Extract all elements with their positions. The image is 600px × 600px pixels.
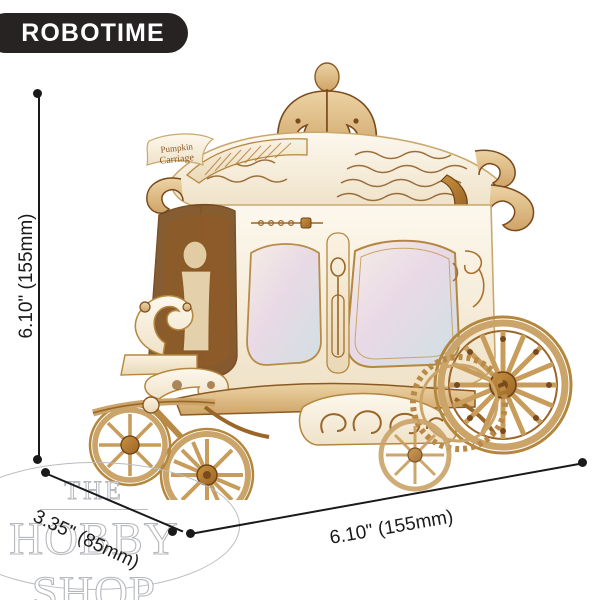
rear-wheel-far — [378, 418, 452, 492]
width-arrow-start — [186, 529, 195, 538]
front-wheel-outer — [159, 427, 255, 523]
depth-arrow-end — [168, 527, 177, 536]
svg-text:Carriage: Carriage — [159, 152, 195, 167]
carriage-cabin: Pumpkin Carriage — [120, 133, 496, 401]
height-arrow-bottom — [33, 455, 42, 464]
depth-arrow-start — [41, 468, 50, 477]
width-dimension-label: 6.10" (155mm) — [328, 506, 455, 549]
robotime-brand-badge: ROBOTIME — [0, 13, 188, 53]
front-wheel-inner — [88, 403, 172, 487]
carriage-roof — [146, 131, 535, 232]
scroll-engraving — [452, 250, 485, 308]
brand-name: ROBOTIME — [21, 18, 165, 47]
engraved-plaque: Pumpkin Carriage — [146, 133, 215, 167]
front-scrollwork — [134, 294, 194, 356]
svg-text:Pumpkin: Pumpkin — [160, 141, 194, 154]
rear-gear-ring — [410, 354, 508, 452]
width-arrow-end — [578, 458, 587, 467]
height-arrow-top — [33, 89, 42, 98]
height-dimension-label: 6.10" (155mm) — [16, 213, 37, 339]
carriage-svg: Pumpkin Carriage — [88, 62, 573, 523]
door-pillar — [326, 232, 350, 374]
front-axle — [92, 396, 216, 440]
dot-rail-engraving — [251, 217, 323, 229]
driver-figure — [180, 240, 212, 352]
carriage-model-illustration: Pumpkin Carriage — [55, 55, 600, 523]
height-dimension-line — [38, 97, 40, 459]
depth-dimension-label: 3.35" (85mm) — [29, 506, 143, 574]
rear-wheel — [433, 315, 573, 455]
